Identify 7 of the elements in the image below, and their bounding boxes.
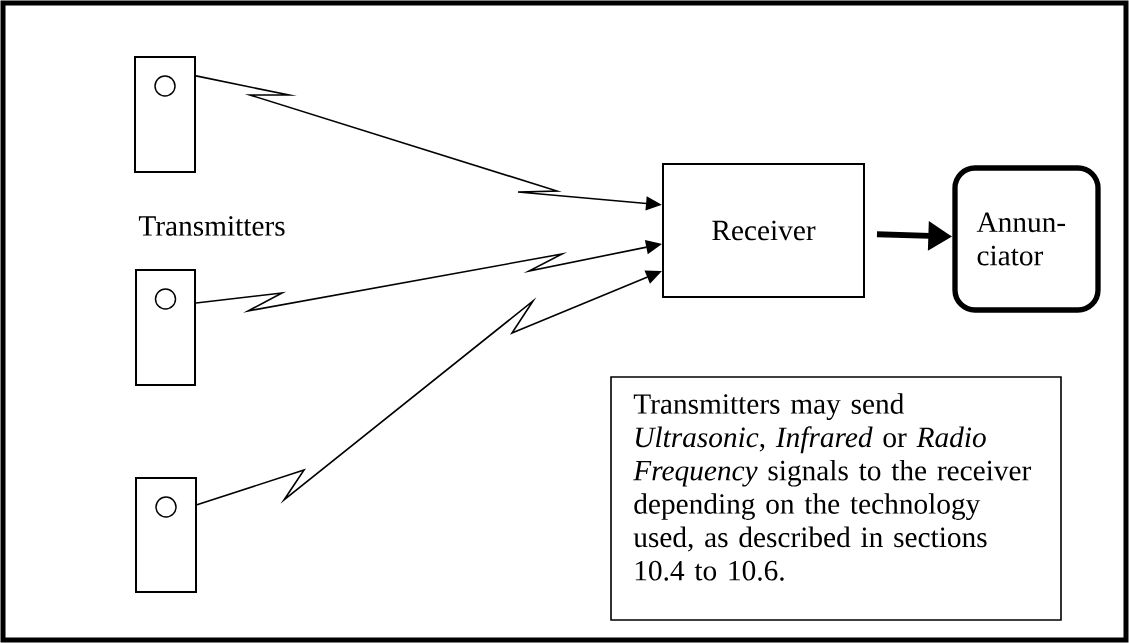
note-box: Transmitters may send Ultrasonic, Infrared or Radio Frequency signals to the receiver depending on the technology used, as described in sections 10.4 to 10.6. <box>610 376 1062 621</box>
transmitter-box <box>135 477 197 593</box>
transmitter-box <box>135 269 196 386</box>
annunciator-box: Annun- ciator <box>952 165 1101 313</box>
label: Transmitters <box>138 216 285 236</box>
transmitter-box <box>134 56 196 173</box>
receiver-box: Receiver <box>662 163 865 298</box>
